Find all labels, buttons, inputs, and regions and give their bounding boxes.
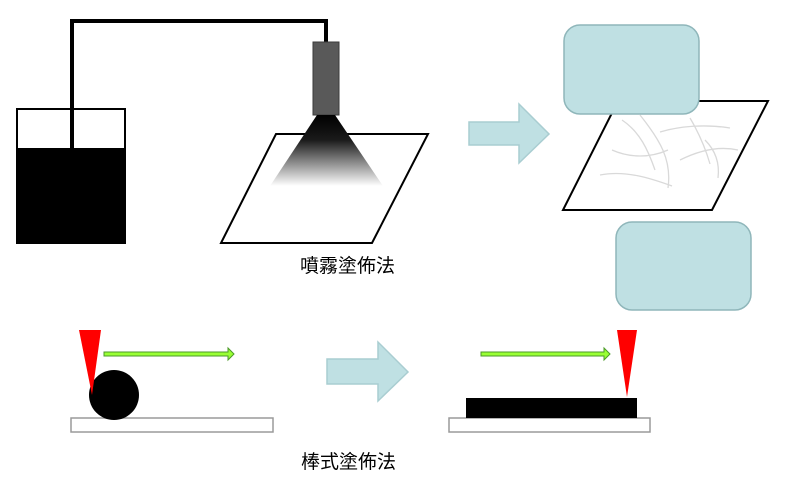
bar-substrate-after: [448, 417, 651, 433]
bar-coating-caption: 棒式塗佈法: [301, 451, 397, 473]
callout-box-lower: [615, 221, 752, 311]
callout-box-upper: [563, 24, 700, 115]
fiber-network: [599, 114, 739, 189]
reservoir-ink: [17, 148, 125, 243]
bar-step-arrow: [326, 340, 410, 403]
motion-arrow-after: [480, 346, 611, 362]
bar-substrate-before: [70, 417, 274, 433]
coating-blade-after: [617, 330, 637, 397]
spray-cone: [270, 115, 383, 186]
spray-nozzle: [312, 41, 340, 116]
spray-coating-setup: [16, 19, 430, 244]
coating-blade-before: [79, 330, 101, 395]
spray-coating-caption: 噴霧塗佈法: [300, 255, 396, 277]
coated-film: [466, 398, 637, 418]
motion-arrow-before: [103, 346, 235, 362]
spray-result: [561, 24, 770, 311]
spray-step-arrow: [468, 102, 551, 165]
ink-droplet: [89, 370, 139, 420]
supply-tube: [70, 19, 328, 148]
spray-substrate: [219, 133, 430, 244]
bar-coating-before: [70, 330, 274, 433]
bar-coating-after: [448, 330, 651, 433]
